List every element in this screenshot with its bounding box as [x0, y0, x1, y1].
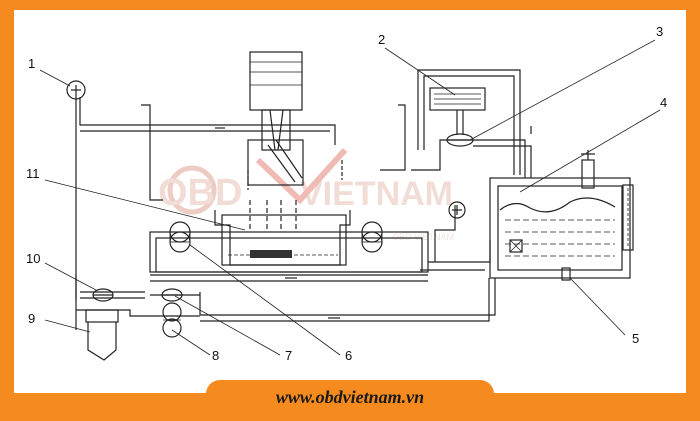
callout-8: 8 — [212, 348, 219, 363]
pressure-gauge-1 — [66, 80, 86, 100]
callout-leaders — [39, 39, 661, 356]
watermark: OBD VIETNAM OBD VIETNAM — [158, 147, 454, 242]
callout-5: 5 — [632, 331, 639, 346]
callout-numbers: 1 2 3 4 5 6 7 8 9 10 11 — [26, 24, 667, 363]
callout-10: 10 — [26, 251, 40, 266]
watermark-left: OBD — [158, 172, 242, 214]
callout-9: 9 — [28, 311, 35, 326]
callout-1: 1 — [28, 56, 35, 71]
gear-pump-8 — [162, 302, 182, 338]
callout-7: 7 — [285, 348, 292, 363]
callout-6: 6 — [345, 348, 352, 363]
watermark-ring-icon — [167, 165, 217, 215]
pipework — [75, 51, 634, 361]
callout-3: 3 — [656, 24, 663, 39]
pressure-gauge-4 — [448, 201, 466, 219]
footer-url-tab — [206, 380, 494, 421]
watermark-check-icon — [255, 147, 348, 205]
oil-pan-sump — [250, 250, 292, 258]
callout-4: 4 — [660, 95, 667, 110]
callout-2: 2 — [378, 32, 385, 47]
watermark-right: VIETNAM — [300, 175, 453, 213]
callout-11: 11 — [26, 166, 40, 181]
diagram-panel — [14, 10, 686, 393]
watermark-small: OBD VIETNAM — [392, 232, 454, 242]
gear-pump-left — [169, 221, 191, 253]
footer-url[interactable]: www.obdvietnam.vn — [275, 387, 425, 407]
gear-pump-right — [361, 221, 383, 253]
